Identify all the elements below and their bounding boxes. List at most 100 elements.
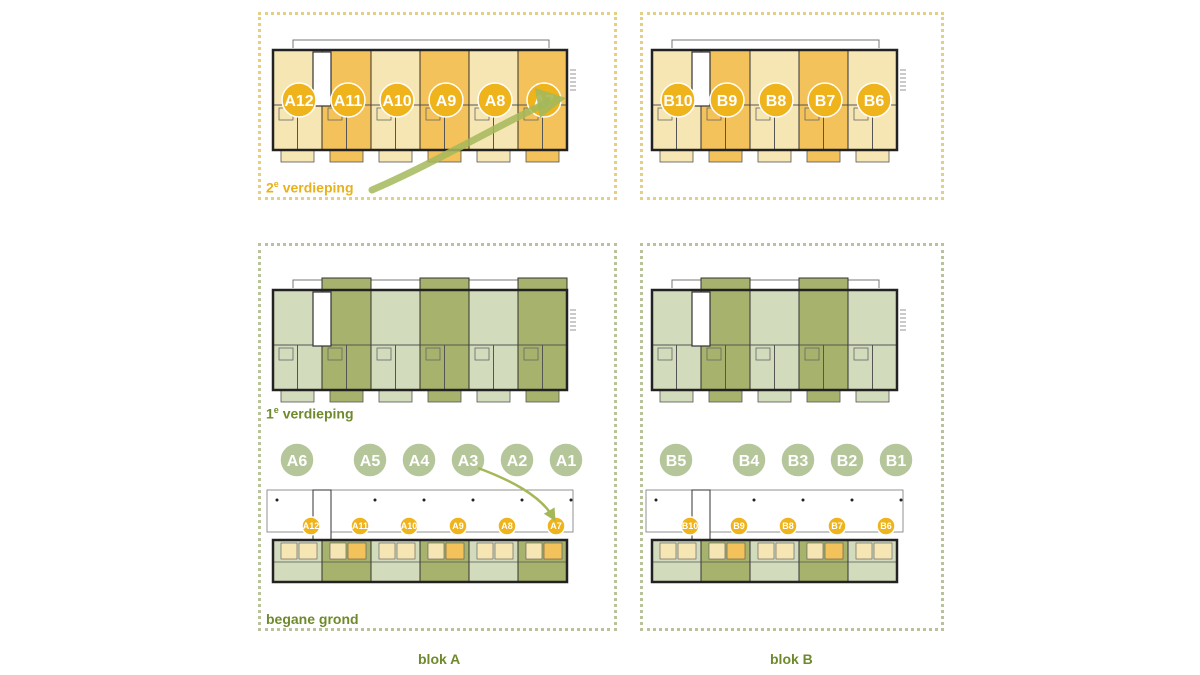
ground-a-upper-badge-a10: A10	[399, 516, 419, 536]
ground-a-upper-badge-a12: A12	[301, 516, 321, 536]
ground-a-unit-1-hall	[329, 542, 347, 560]
floor1-a-stair-core	[312, 291, 332, 347]
floor2-b-unit-2-balcony	[757, 149, 792, 163]
ground-badge-a4-text: A4	[409, 453, 430, 470]
floor2-a-outline	[271, 48, 569, 152]
ground-badge-b4-circle	[731, 442, 767, 478]
floor2-label-number: 2	[266, 179, 274, 196]
floor2-badge-a11-text: A11	[334, 93, 363, 110]
ground-badge-a2-circle	[499, 442, 535, 478]
ground-badge-b1: B1	[878, 442, 914, 478]
ground-a-upper-badge-a11: A11	[350, 516, 370, 536]
floor2-a-unit-5-balcony	[525, 149, 560, 163]
floor2-b-outline	[650, 48, 899, 152]
floor1-b-unit-4-balcony	[855, 389, 890, 403]
floor1-a-unit-4-balcony	[476, 389, 511, 403]
ground-b-upper-badge-b9-circle	[729, 516, 749, 536]
ground-b-unit-2-entry	[775, 542, 795, 560]
ground-b-upper-badge-b8-circle	[778, 516, 798, 536]
ground-b-upper-badge-b7-text: B7	[831, 521, 843, 531]
ground-badge-a5-circle	[352, 442, 388, 478]
floor1-b-unit-1-room	[706, 347, 722, 361]
floor2-label: 2e verdieping	[266, 179, 354, 196]
ground-a-column-6	[569, 498, 573, 502]
frame-ground-block-a	[258, 243, 617, 631]
ground-b-unit-4-entry	[873, 542, 893, 560]
ground-b-upper-badge-b10: B10	[680, 516, 700, 536]
ground-a-upper-badge-a7-text: A7	[550, 521, 562, 531]
floor1-a-unit-4-room	[474, 347, 490, 361]
floor2-badge-a8-text: A8	[485, 93, 506, 110]
ground-a-upper-badge-a8-text: A8	[501, 521, 513, 531]
ground-a-unit-5-entry	[543, 542, 563, 560]
ground-b-upper-badge-b10-circle	[680, 516, 700, 536]
ground-badge-b4-text: B4	[739, 453, 760, 470]
floor2-badge-b6: B6	[856, 82, 892, 118]
ground-b-unit-3-hall	[806, 542, 824, 560]
floor2-a-unit-4-balcony	[476, 149, 511, 163]
ground-a-upper-badge-a7: A7	[546, 516, 566, 536]
ground-b-unit-2-hall	[757, 542, 775, 560]
ground-a-upper-badge-a10-circle	[399, 516, 419, 536]
ground-b-plan	[645, 489, 904, 584]
ground-badge-a6-text: A6	[287, 453, 308, 470]
floor2-a-stair-core	[312, 51, 332, 107]
ground-a-unit-2-hall	[378, 542, 396, 560]
floor1-label-sup: e	[273, 405, 279, 415]
ground-a-upper-badge-a10-text: A10	[401, 521, 418, 531]
ground-b-unit-3-entry	[824, 542, 844, 560]
ground-badge-b2-circle	[829, 442, 865, 478]
ground-badge-a6: A6	[279, 442, 315, 478]
ground-a-upper-badge-a7-circle	[546, 516, 566, 536]
floor2-badge-b10-text: B10	[663, 93, 692, 110]
ground-b-outline	[650, 538, 899, 584]
floor2-b-unit-0-balcony	[659, 149, 694, 163]
floor2-b-stair-core	[691, 51, 711, 107]
floor1-b-roof-outline	[671, 279, 880, 288]
floor2-badge-a11-circle	[330, 82, 366, 118]
ground-b-upper-badge-b8-text: B8	[782, 521, 794, 531]
ground-a-unit-1-entry	[347, 542, 367, 560]
floor1-b-unit-2-balcony	[757, 389, 792, 403]
ground-a-unit-0-entry	[298, 542, 318, 560]
floor1-label-word: verdieping	[278, 405, 354, 422]
ground-b-upper-badge-b7-circle	[827, 516, 847, 536]
ground-a-upper-badge-a11-circle	[350, 516, 370, 536]
ground-badge-b2: B2	[829, 442, 865, 478]
floor1-label-number: 1	[266, 405, 274, 422]
floor2-badge-b10: B10	[660, 82, 696, 118]
floor2-arrow	[368, 98, 552, 194]
floor1-a-unit-3-balcony	[427, 389, 462, 403]
ground-floor-label: begane grond	[266, 611, 359, 627]
floor2-badge-b9-circle	[709, 82, 745, 118]
floor1-b-stair-core	[691, 291, 711, 347]
ground-b-column-4	[850, 498, 854, 502]
floor2-badge-b8-text: B8	[766, 93, 787, 110]
ground-badge-b1-text: B1	[886, 453, 907, 470]
ground-a-upper-badge-a12-circle	[301, 516, 321, 536]
ground-badge-b5-text: B5	[666, 453, 687, 470]
block-b-label: blok B	[770, 651, 813, 667]
ground-a-column-3	[422, 498, 426, 502]
floor2-label-word: verdieping	[278, 179, 354, 196]
floor2-label-sup: e	[273, 179, 279, 189]
floor2-badge-a9: A9	[428, 82, 464, 118]
ground-badge-b3-text: B3	[788, 453, 809, 470]
floor2-badge-b7-text: B7	[815, 93, 836, 110]
ground-a-unit-5-hall	[525, 542, 543, 560]
ground-arrow	[477, 466, 556, 522]
ground-badge-a5: A5	[352, 442, 388, 478]
ground-b-upper-badge-b10-text: B10	[682, 521, 699, 531]
frame-ground-block-b	[640, 243, 944, 631]
floor2-badge-b10-circle	[660, 82, 696, 118]
floor2-badge-a10-circle	[379, 82, 415, 118]
floor1-a-outline	[271, 288, 569, 392]
ground-badge-b3: B3	[780, 442, 816, 478]
ground-b-upper-badge-b9-text: B9	[733, 521, 745, 531]
floor1-a-unit-5-room	[523, 347, 539, 361]
floor1-a-unit-0-room	[278, 347, 294, 361]
floor2-b-unit-1-balcony	[708, 149, 743, 163]
ground-badge-b5: B5	[658, 442, 694, 478]
floor2-a-roof-outline	[292, 39, 550, 48]
